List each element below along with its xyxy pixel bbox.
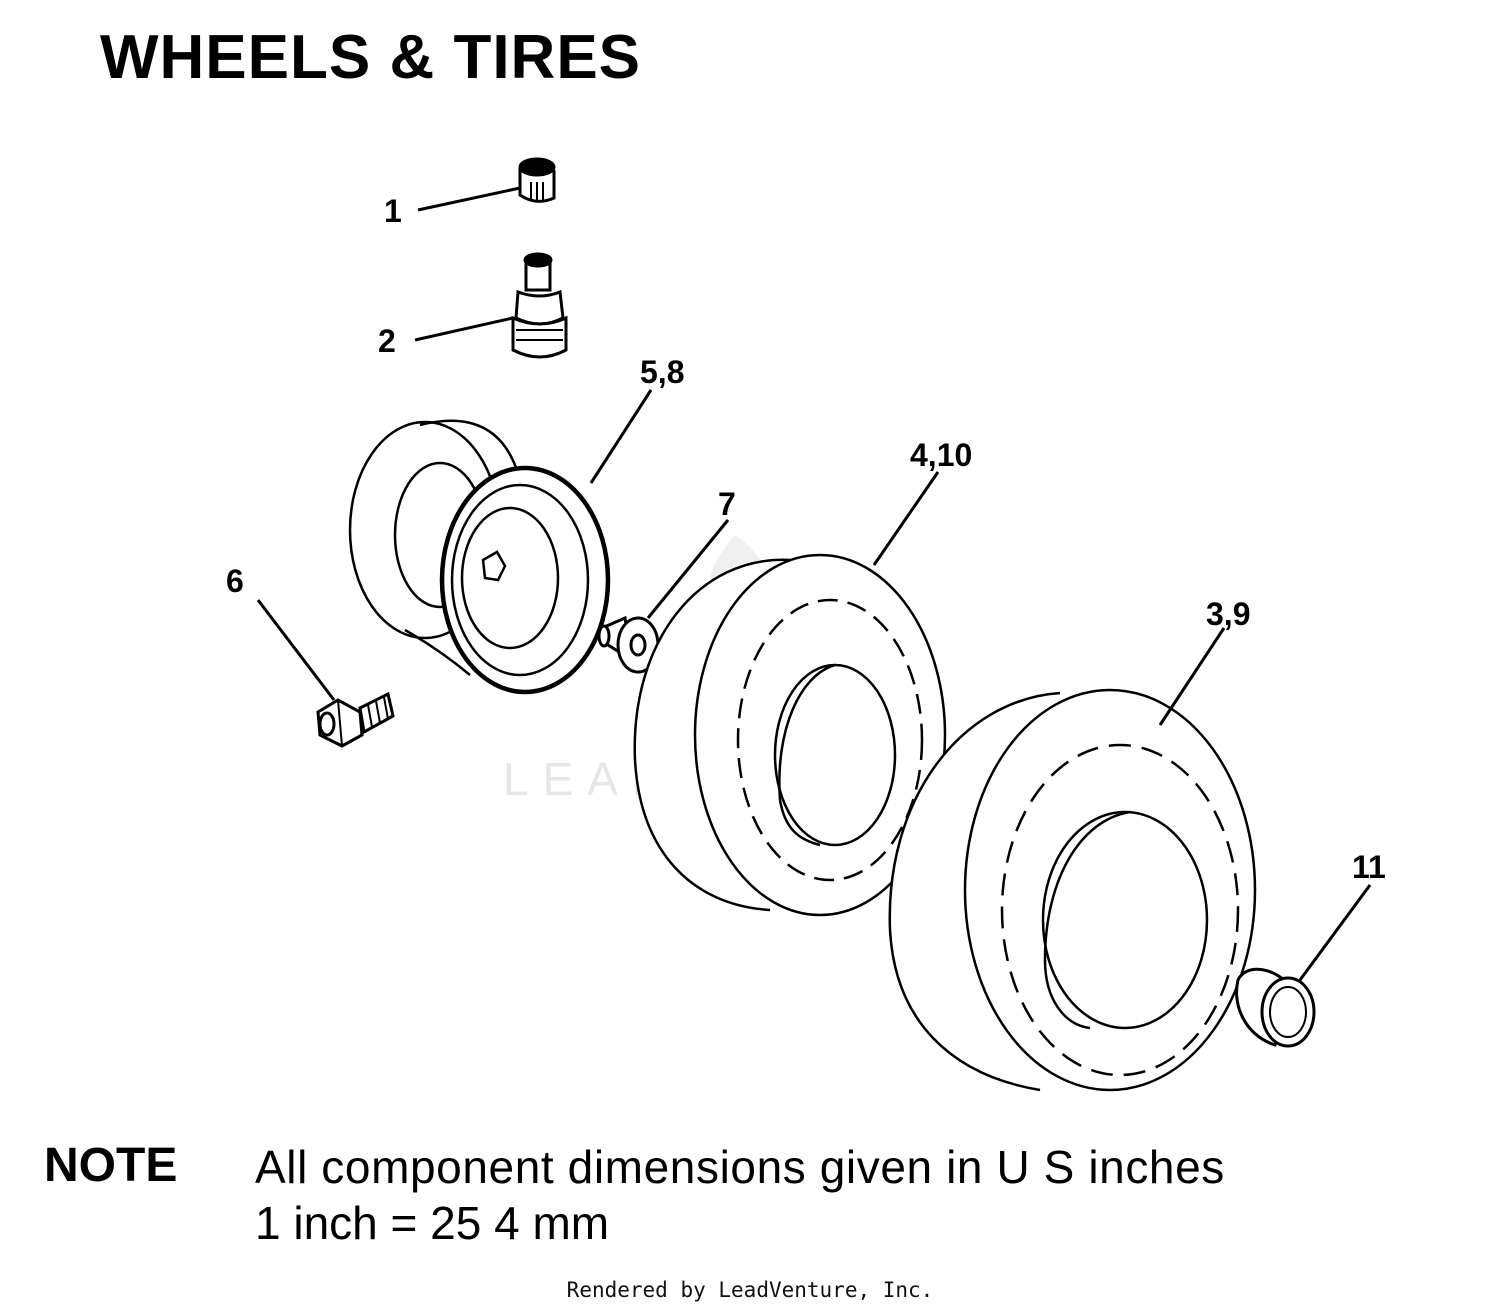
note-text-line-2: 1 inch = 25 4 mm bbox=[255, 1197, 610, 1249]
diagram-title: WHEELS & TIRES bbox=[100, 23, 642, 92]
note-label: NOTE bbox=[44, 1139, 178, 1192]
part-valve-stem[interactable] bbox=[511, 252, 568, 359]
part-rear-tire[interactable] bbox=[888, 688, 1257, 1092]
note-text-line-1: All component dimensions given in U S in… bbox=[255, 1141, 1225, 1193]
part-flange-bushing[interactable] bbox=[597, 615, 660, 674]
callout-6[interactable]: 6 bbox=[226, 563, 244, 599]
footer-credit: Rendered by LeadVenture, Inc. bbox=[566, 1278, 934, 1302]
leader-line-2 bbox=[414, 316, 514, 342]
part-valve-cap[interactable] bbox=[518, 157, 556, 203]
callout-7[interactable]: 7 bbox=[718, 486, 736, 522]
leader-line-6 bbox=[256, 599, 336, 701]
part-wheel-rim[interactable] bbox=[348, 419, 611, 695]
callout-3-9[interactable]: 3,9 bbox=[1206, 596, 1250, 632]
leader-line-4-10 bbox=[872, 471, 940, 566]
part-lug-bolt[interactable] bbox=[316, 691, 395, 748]
leader-line-11 bbox=[1298, 884, 1372, 981]
leader-line-5-8 bbox=[589, 389, 653, 484]
callout-11[interactable]: 11 bbox=[1352, 849, 1386, 885]
part-front-tire[interactable] bbox=[633, 553, 947, 917]
callout-1[interactable]: 1 bbox=[384, 193, 402, 229]
callout-2[interactable]: 2 bbox=[378, 323, 396, 359]
leader-line-3-9 bbox=[1158, 627, 1226, 726]
leader-line-7 bbox=[646, 519, 730, 619]
leader-line-1 bbox=[417, 186, 521, 212]
callout-4-10[interactable]: 4,10 bbox=[910, 437, 972, 473]
part-hub-cap[interactable] bbox=[1235, 967, 1316, 1048]
callout-5-8[interactable]: 5,8 bbox=[640, 354, 684, 390]
